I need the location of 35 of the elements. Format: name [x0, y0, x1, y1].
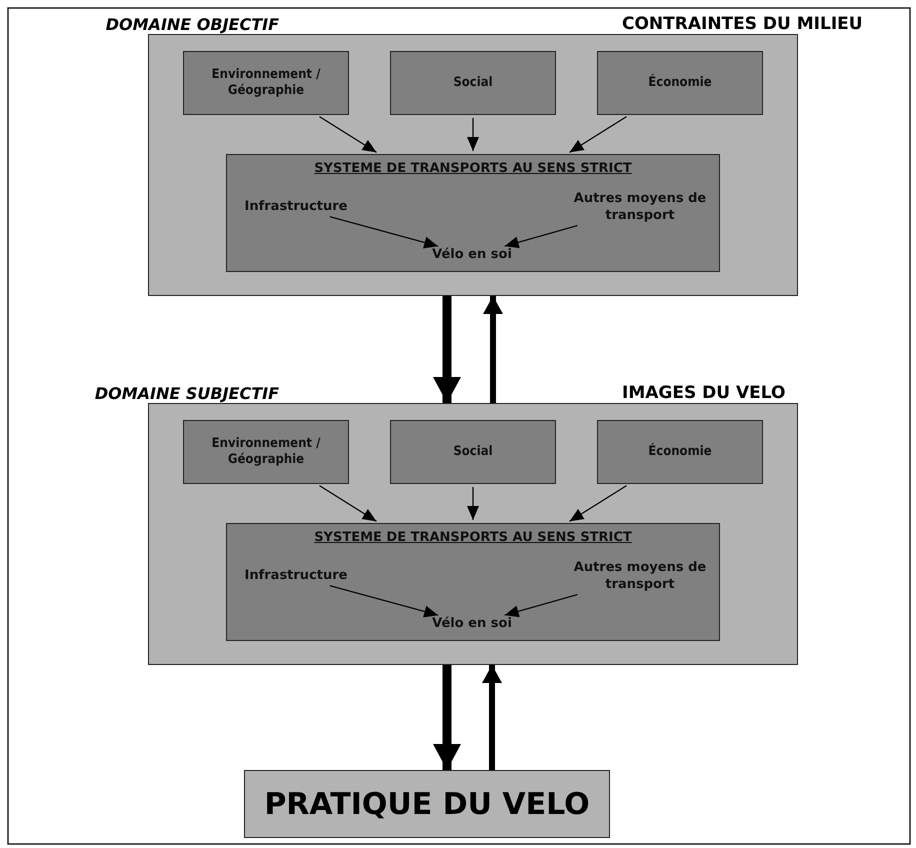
- factor-box: Économie: [597, 420, 763, 484]
- factor-box: Économie: [597, 51, 763, 115]
- domain-heading: DOMAINE SUBJECTIF: [94, 384, 279, 403]
- system-box: [226, 523, 720, 641]
- factor-box: Environnement / Géographie: [183, 420, 349, 484]
- node-label: Infrastructure: [241, 199, 351, 216]
- practice-box: PRATIQUE DU VELO: [244, 770, 610, 838]
- domain-heading: CONTRAINTES DU MILIEU: [622, 14, 863, 34]
- node-label: Vélo en soi: [407, 616, 537, 633]
- arrow: [483, 296, 503, 403]
- system-heading: SYSTEME DE TRANSPORTS AU SENS STRICT: [313, 530, 633, 545]
- node-label: Autres moyens de transport: [567, 560, 713, 594]
- node-label: Vélo en soi: [407, 247, 537, 264]
- node-label: Autres moyens de transport: [567, 191, 713, 225]
- domain-heading: IMAGES DU VELO: [622, 383, 786, 403]
- domain-heading: DOMAINE OBJECTIF: [106, 15, 279, 34]
- system-box: [226, 154, 720, 272]
- system-heading: SYSTEME DE TRANSPORTS AU SENS STRICT: [313, 161, 633, 176]
- arrow: [330, 585, 438, 618]
- arrow: [319, 116, 377, 153]
- arrow: [569, 116, 627, 153]
- arrow: [504, 225, 578, 248]
- factor-box: Social: [390, 51, 556, 115]
- factor-box: Social: [390, 420, 556, 484]
- arrow: [433, 665, 461, 770]
- node-label: Infrastructure: [241, 568, 351, 585]
- arrow: [319, 485, 377, 522]
- arrow: [482, 665, 502, 770]
- arrow: [504, 594, 578, 618]
- arrow: [467, 118, 479, 151]
- arrow: [330, 216, 438, 248]
- arrow: [433, 296, 461, 403]
- arrow: [467, 487, 479, 520]
- factor-box: Environnement / Géographie: [183, 51, 349, 115]
- arrow: [569, 485, 627, 522]
